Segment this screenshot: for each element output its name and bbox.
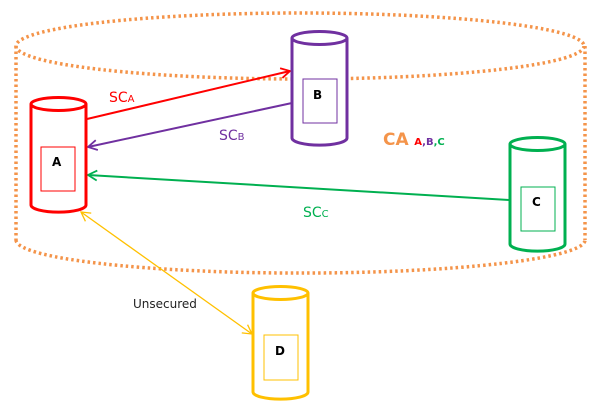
- node-b-label: B: [313, 88, 323, 102]
- ca-label: CA A,B,C: [383, 132, 445, 149]
- ca-main: CA: [383, 130, 409, 150]
- edge-sc-c: [86, 169, 510, 201]
- ca-sub-c: C: [437, 137, 445, 148]
- sc-a-label: SCA: [109, 91, 135, 105]
- sc-a-sub: A: [127, 94, 135, 105]
- ca-sub-sep2: ,: [433, 137, 438, 148]
- sc-c-sub: C: [321, 209, 329, 220]
- node-d-label: D: [275, 344, 285, 358]
- ca-sub-a: A: [414, 137, 423, 148]
- ca-sub-sep1: ,: [422, 137, 426, 148]
- ca-domain-cylinder: [14, 11, 587, 275]
- sc-b-main: SC: [219, 128, 238, 144]
- node-c-box: [520, 186, 556, 232]
- ca-sub-b: B: [425, 137, 434, 148]
- node-b-cylinder[interactable]: [290, 30, 349, 147]
- edge-sc-a: [86, 67, 292, 120]
- node-b-box: [302, 78, 338, 124]
- node-a-label: A: [52, 155, 62, 169]
- unsecured-label: Unsecured: [133, 297, 197, 311]
- sc-b-sub: B: [237, 132, 245, 143]
- node-c-cylinder[interactable]: [508, 136, 567, 253]
- sc-b-label: SCB: [219, 129, 245, 143]
- node-d-box: [263, 334, 299, 381]
- sc-c-main: SC: [303, 205, 322, 221]
- sc-a-main: SC: [109, 90, 128, 106]
- sc-c-label: SCC: [303, 206, 329, 220]
- ca-cylinder-bottom: [14, 239, 587, 275]
- edge-unsecured: [79, 211, 254, 335]
- node-c-label: C: [532, 195, 541, 209]
- edge-sc-b: [86, 102, 293, 151]
- node-d-cylinder[interactable]: [251, 285, 310, 401]
- node-a-box: [40, 146, 76, 192]
- node-a-cylinder[interactable]: [29, 96, 88, 214]
